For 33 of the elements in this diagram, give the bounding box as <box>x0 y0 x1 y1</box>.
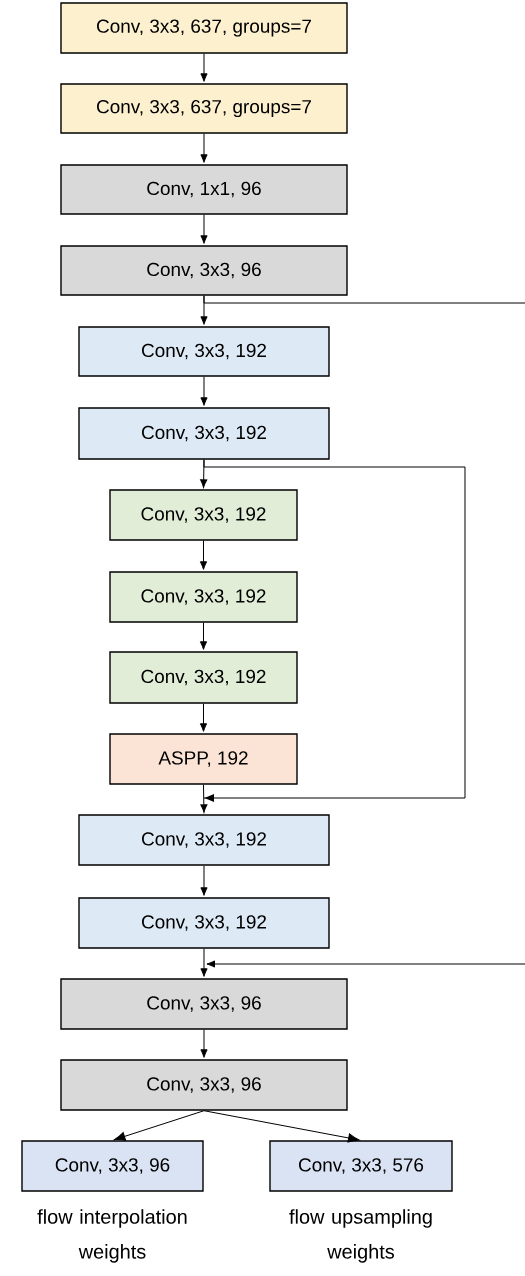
layer-box: Conv, 3x3, 637, groups=7 <box>60 2 348 54</box>
arrow <box>199 540 208 570</box>
arrow <box>206 960 525 968</box>
arrow <box>199 703 208 732</box>
layer-box: Conv, 3x3, 576 <box>269 1140 453 1192</box>
arrow <box>200 214 208 244</box>
layer-box: Conv, 3x3, 96 <box>60 978 348 1030</box>
layer-box: Conv, 3x3, 96 <box>60 1059 348 1111</box>
output-caption: flow upsampling weights <box>289 1209 432 1263</box>
layer-box: Conv, 3x3, 637, groups=7 <box>60 83 348 134</box>
layer-box: Conv, 3x3, 96 <box>60 245 348 296</box>
output-caption: flow interpolation weights <box>37 1209 187 1263</box>
arrow <box>199 622 208 650</box>
layer-box: ASPP, 192 <box>109 733 298 785</box>
arrow <box>203 459 466 802</box>
arrow <box>200 784 208 813</box>
layer-box: Conv, 3x3, 192 <box>109 651 298 704</box>
layer-box: Conv, 3x3, 96 <box>21 1140 204 1192</box>
arrow <box>200 133 208 163</box>
arrow <box>200 948 208 977</box>
arrow <box>113 1110 205 1141</box>
arrow <box>200 53 208 82</box>
layer-box: Conv, 3x3, 192 <box>78 407 330 460</box>
layer-box: Conv, 3x3, 192 <box>78 897 330 949</box>
layer-box: Conv, 3x3, 192 <box>78 814 330 866</box>
layer-box: Conv, 3x3, 192 <box>109 489 298 541</box>
layer-box: Conv, 3x3, 192 <box>78 326 330 377</box>
arrow <box>200 865 208 896</box>
layer-box: Conv, 3x3, 192 <box>109 571 298 623</box>
arrow <box>203 1110 360 1143</box>
arrow <box>200 1029 208 1058</box>
arrow <box>200 376 208 406</box>
layer-box: Conv, 1x1, 96 <box>60 164 348 215</box>
